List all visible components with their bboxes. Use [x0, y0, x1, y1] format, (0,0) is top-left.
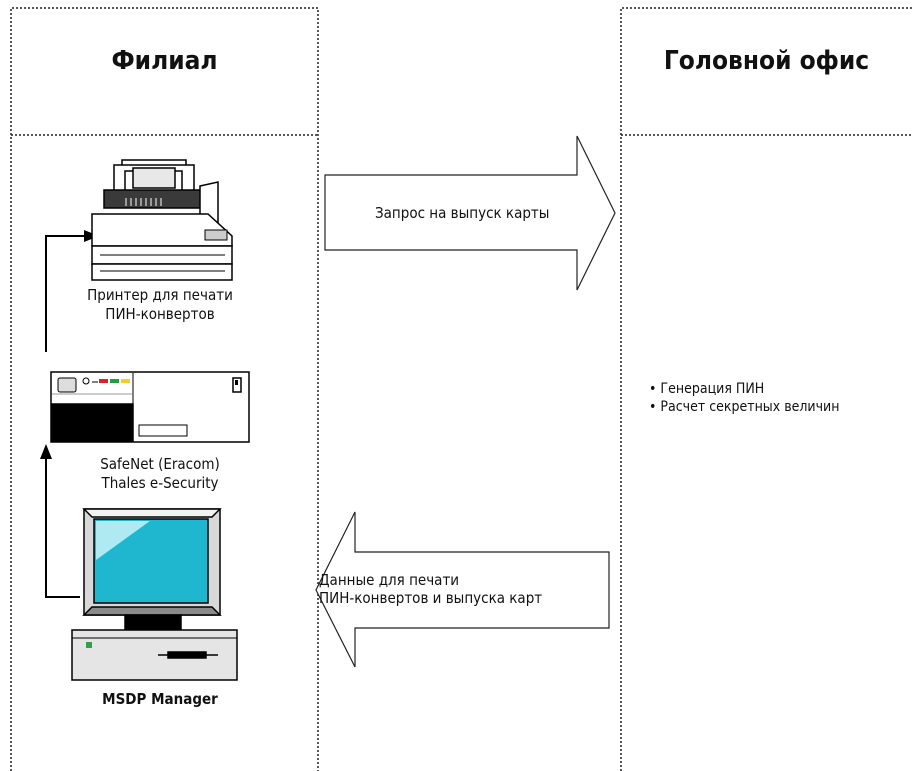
head-office-panel	[620, 7, 912, 771]
branch-title: Филиал	[111, 46, 218, 76]
head-office-bullets: • Генерация ПИН • Расчет секретных велич…	[649, 380, 839, 416]
bullet-secret-values: • Расчет секретных величин	[649, 399, 840, 415]
head-office-title: Головной офис	[663, 46, 870, 76]
printer-label-line-2: ПИН-конвертов	[105, 305, 215, 323]
hsm-device-icon	[50, 371, 250, 443]
request-arrow	[324, 135, 616, 291]
response-arrow-label-line-1: Данные для печати	[319, 571, 460, 589]
printer-icon	[91, 159, 233, 281]
branch-panel	[10, 7, 319, 771]
printer-label: Принтер для печати ПИН-конвертов	[40, 286, 280, 324]
response-arrow-label-line-2: ПИН-конвертов и выпуска карт	[319, 589, 543, 607]
printer-label-line-1: Принтер для печати	[87, 286, 233, 304]
workstation-icon	[71, 508, 238, 681]
flow-line-workstation-to-hsm	[40, 444, 80, 598]
bullet-pin-generation: • Генерация ПИН	[649, 381, 765, 397]
hsm-label-line-2: Thales e-Security	[101, 474, 219, 492]
response-arrow-label: Данные для печати ПИН-конвертов и выпуск…	[319, 571, 542, 607]
request-arrow-label: Запрос на выпуск карты	[375, 204, 550, 222]
response-arrow	[315, 511, 610, 668]
hsm-label-line-1: SafeNet (Eracom)	[100, 455, 220, 473]
hsm-label: SafeNet (Eracom) Thales e-Security	[40, 455, 280, 493]
workstation-label: MSDP Manager	[102, 690, 218, 708]
